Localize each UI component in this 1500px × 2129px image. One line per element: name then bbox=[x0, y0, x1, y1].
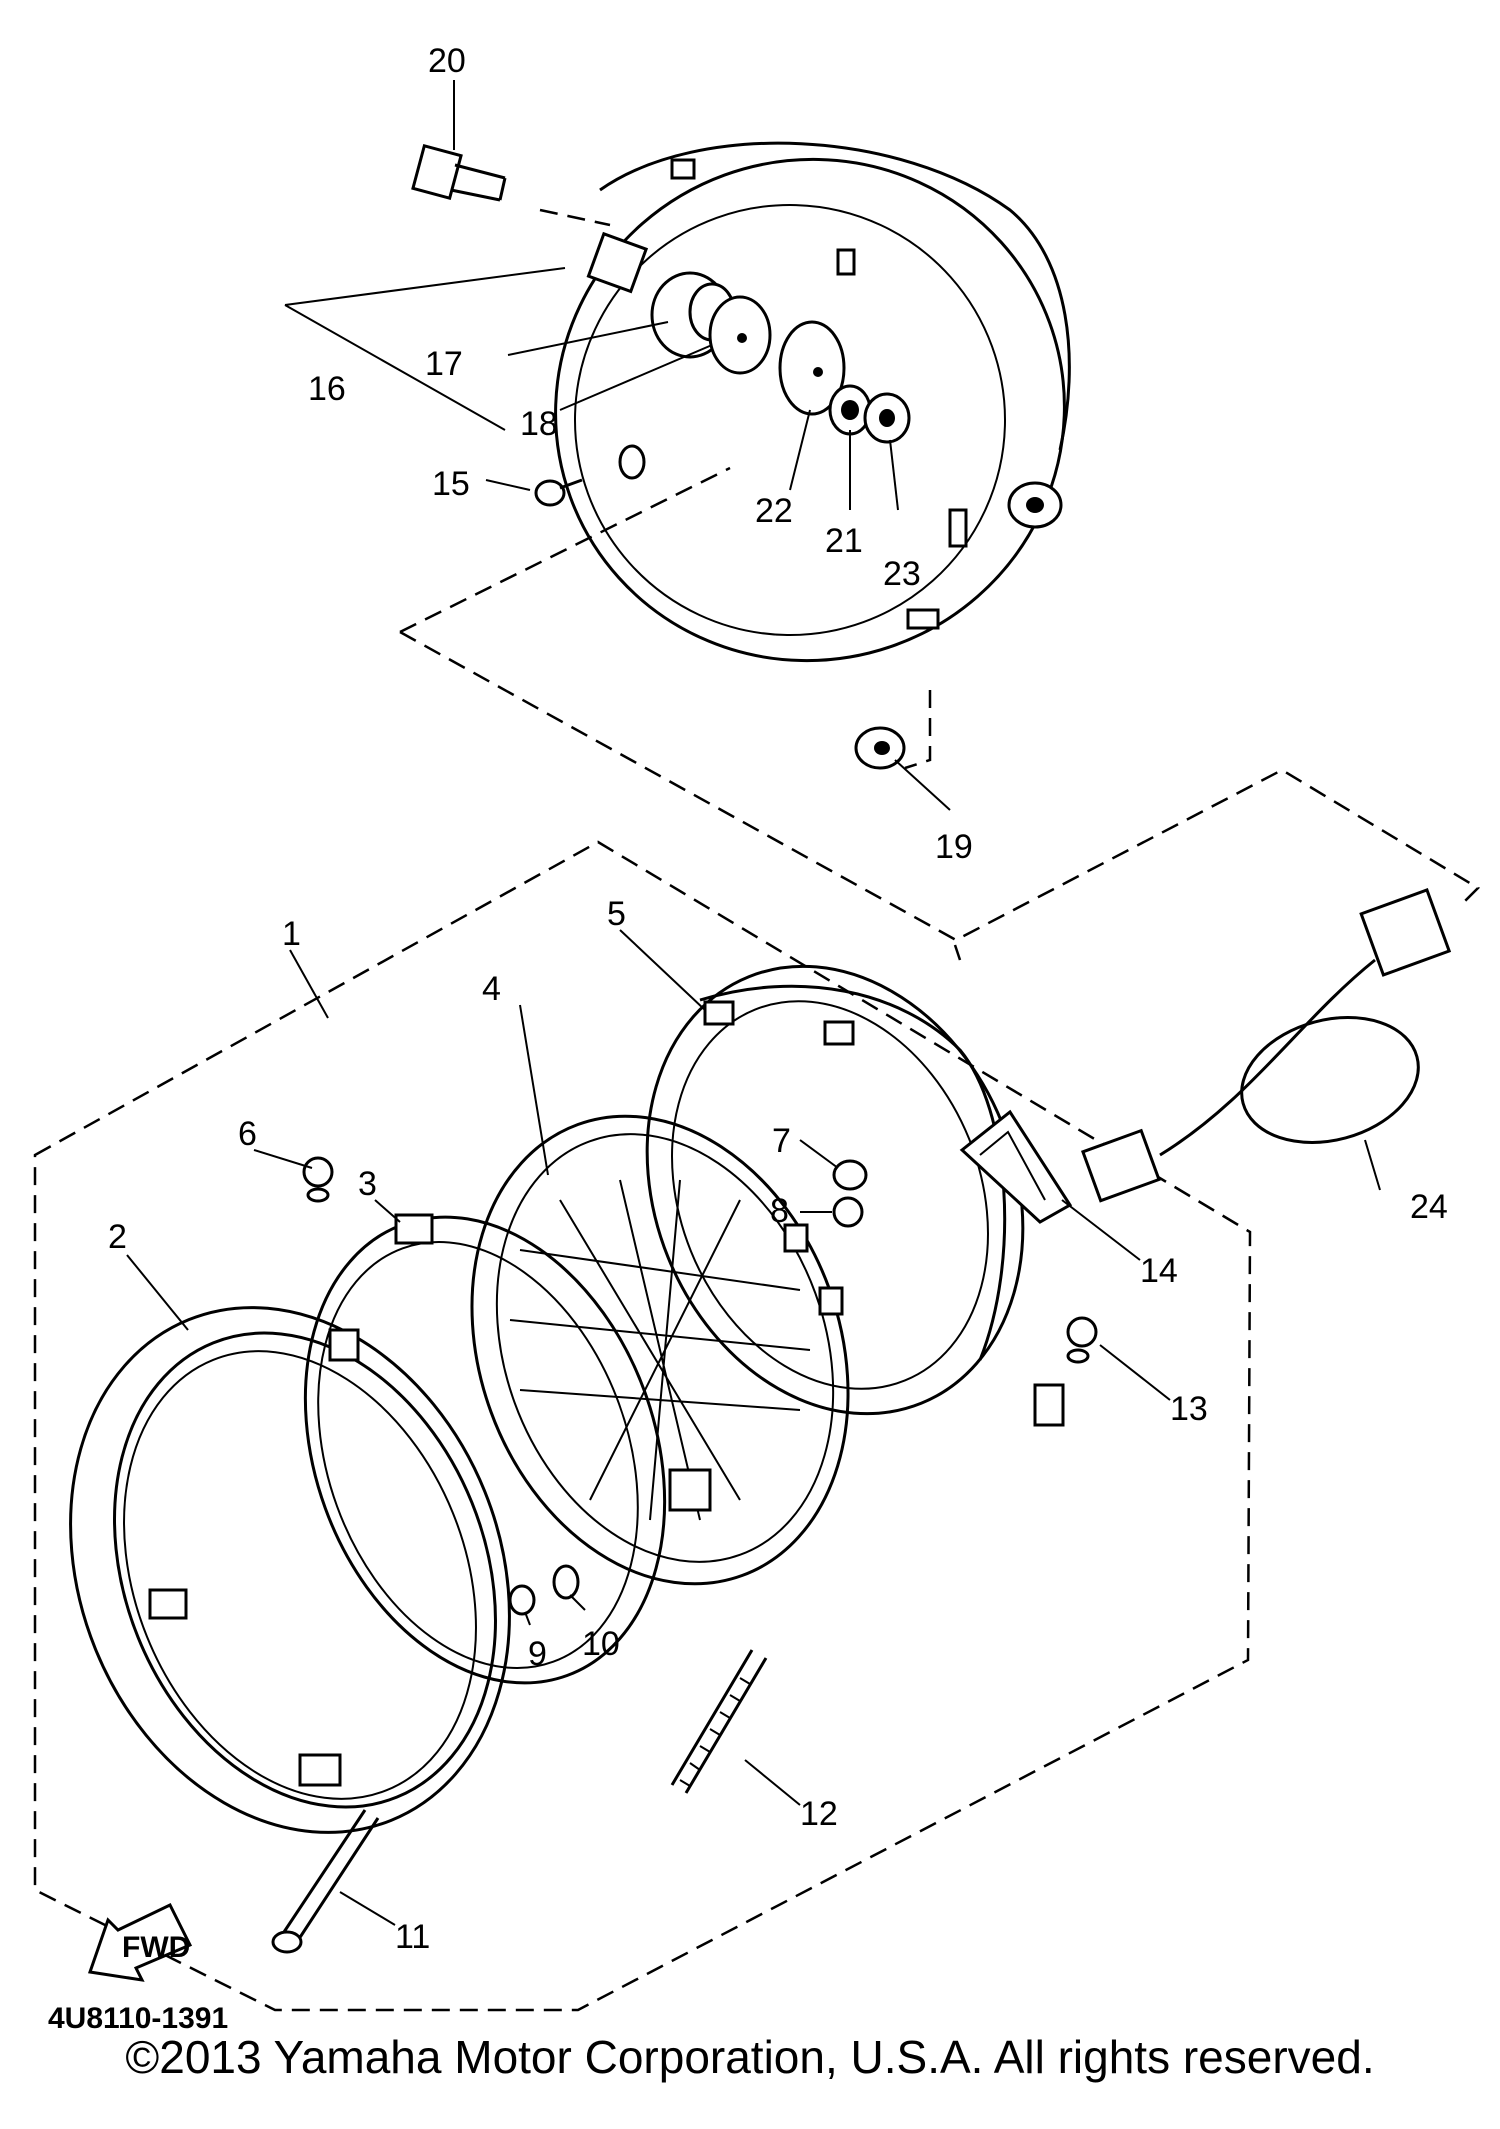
callout-2: 2 bbox=[108, 1218, 127, 1256]
assembly-lines bbox=[33, 208, 1481, 2012]
callout-3: 3 bbox=[358, 1165, 377, 1203]
callout-10: 10 bbox=[582, 1625, 620, 1663]
adjuster-hardware-stack bbox=[650, 271, 911, 444]
callout-23: 23 bbox=[883, 555, 921, 593]
callout-22: 22 bbox=[755, 492, 793, 530]
callout-12: 12 bbox=[800, 1795, 838, 1833]
callout-15: 15 bbox=[432, 465, 470, 503]
callout-14: 14 bbox=[1140, 1252, 1178, 1290]
callout-labels: 1 2 3 4 5 6 7 8 9 10 11 12 13 14 15 16 1… bbox=[108, 42, 1448, 1956]
callout-4: 4 bbox=[482, 970, 501, 1008]
screw-15 bbox=[534, 478, 583, 507]
callout-19: 19 bbox=[935, 828, 973, 866]
screw-11 bbox=[271, 1809, 380, 1954]
callout-5: 5 bbox=[607, 895, 626, 933]
callout-13: 13 bbox=[1170, 1390, 1208, 1428]
grommet-19 bbox=[854, 726, 906, 770]
headlight-housing bbox=[554, 141, 1071, 663]
drawing-code: 4U8110-1391 bbox=[48, 2002, 228, 2035]
callout-17: 17 bbox=[425, 345, 463, 383]
fwd-arrow: FWD bbox=[87, 1903, 193, 1982]
small-fasteners bbox=[302, 1156, 1098, 1616]
callout-24: 24 bbox=[1410, 1188, 1448, 1226]
callout-16: 16 bbox=[308, 370, 346, 408]
mounting-ring-3 bbox=[303, 1213, 667, 1685]
bolt-20 bbox=[411, 143, 507, 202]
callout-11: 11 bbox=[395, 1918, 430, 1956]
bulb-socket-24 bbox=[1080, 888, 1452, 1203]
callout-8: 8 bbox=[770, 1192, 789, 1230]
callout-6: 6 bbox=[238, 1115, 257, 1153]
callout-18: 18 bbox=[520, 405, 558, 443]
spring-12 bbox=[670, 1649, 768, 1794]
callout-9: 9 bbox=[528, 1635, 547, 1673]
callout-21: 21 bbox=[825, 522, 863, 560]
fwd-label: FWD bbox=[122, 1931, 190, 1964]
callout-20: 20 bbox=[428, 42, 466, 80]
headlight-rim-2 bbox=[69, 1306, 511, 1834]
headlight-body-5 bbox=[645, 964, 1065, 1427]
callout-1: 1 bbox=[282, 915, 301, 953]
copyright-notice: ©2013 Yamaha Motor Corporation, U.S.A. A… bbox=[125, 2031, 1375, 2083]
leader-lines bbox=[126, 80, 1381, 1926]
callout-7: 7 bbox=[772, 1122, 791, 1160]
